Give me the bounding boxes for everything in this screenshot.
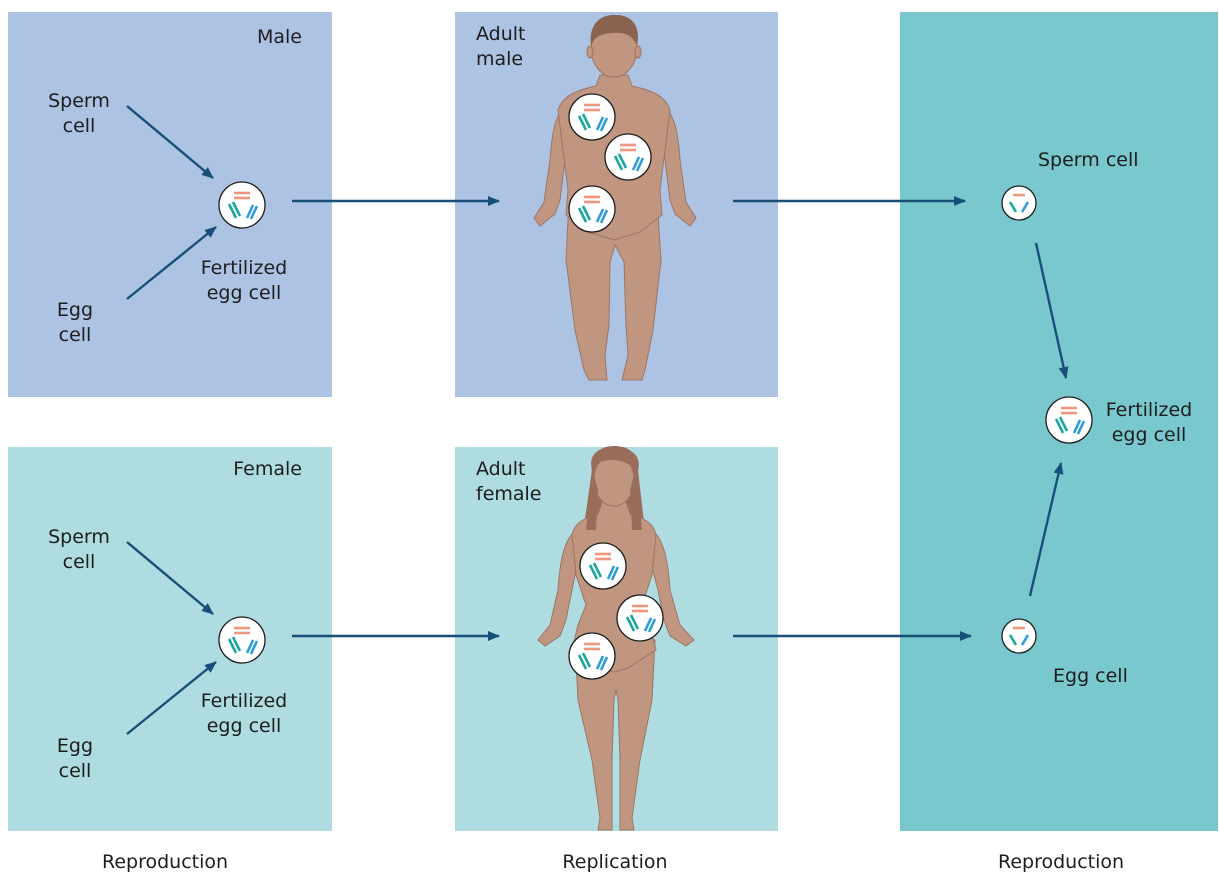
sperm-cell bbox=[1002, 186, 1036, 220]
sperm-arrow-female bbox=[127, 542, 213, 614]
egg-label-line-2: cell bbox=[40, 323, 110, 348]
body-cell-male-2 bbox=[605, 134, 651, 180]
fertilized-egg-label-offspring: Fertilized egg cell bbox=[1094, 398, 1204, 448]
egg-label-line-1: Egg bbox=[40, 298, 110, 323]
adult-female-figure bbox=[538, 446, 694, 830]
sperm-label-line-2: cell bbox=[40, 114, 118, 139]
egg-cell-label-male: Egg cell bbox=[40, 298, 110, 348]
fertilized-egg-cell-offspring bbox=[1046, 397, 1092, 443]
fertilized-egg-cell-male bbox=[219, 182, 265, 228]
zygote-label-line-1: Fertilized bbox=[1094, 398, 1204, 423]
zygote-label-line-2: egg cell bbox=[188, 714, 300, 739]
zygote-label-line-2: egg cell bbox=[188, 281, 300, 306]
sperm-cell-label-offspring: Sperm cell bbox=[1038, 148, 1168, 173]
body-cell-female-3 bbox=[569, 633, 615, 679]
sperm-arrow-male bbox=[127, 106, 213, 178]
adult-male-title: Adult male bbox=[476, 22, 546, 72]
egg-label-line-1: Egg bbox=[40, 734, 110, 759]
male-title: Male bbox=[232, 25, 302, 50]
caption-reproduction-left: Reproduction bbox=[70, 850, 260, 875]
sperm-to-zygote-arrow bbox=[1036, 243, 1066, 378]
body-cell-female-1 bbox=[580, 543, 626, 589]
body-cell-male-3 bbox=[569, 186, 615, 232]
zygote-label-line-2: egg cell bbox=[1094, 423, 1204, 448]
fertilized-egg-label-male: Fertilized egg cell bbox=[188, 256, 300, 306]
sperm-label-line-1: Sperm bbox=[40, 89, 118, 114]
sperm-cell-label-male: Sperm cell bbox=[40, 89, 118, 139]
adult-female-title-line-1: Adult bbox=[476, 457, 556, 482]
sperm-cell-label-female: Sperm cell bbox=[40, 525, 118, 575]
egg-cell-label-female: Egg cell bbox=[40, 734, 110, 784]
egg-cell bbox=[1002, 619, 1036, 653]
caption-replication: Replication bbox=[520, 850, 710, 875]
zygote-label-line-1: Fertilized bbox=[188, 689, 300, 714]
female-title: Female bbox=[212, 457, 302, 482]
egg-to-zygote-arrow bbox=[1030, 463, 1061, 596]
egg-label-line-2: cell bbox=[40, 759, 110, 784]
body-cell-male-1 bbox=[569, 94, 615, 140]
adult-male-title-line-1: Adult bbox=[476, 22, 546, 47]
adult-male-figure bbox=[534, 15, 696, 380]
adult-female-title-line-2: female bbox=[476, 482, 556, 507]
egg-cell-label-offspring: Egg cell bbox=[1053, 664, 1153, 689]
zygote-label-line-1: Fertilized bbox=[188, 256, 300, 281]
body-cell-female-2 bbox=[617, 595, 663, 641]
fertilized-egg-label-female: Fertilized egg cell bbox=[188, 689, 300, 739]
sperm-label-line-1: Sperm bbox=[40, 525, 118, 550]
adult-female-title: Adult female bbox=[476, 457, 556, 507]
adult-male-title-line-2: male bbox=[476, 47, 546, 72]
sperm-label-line-2: cell bbox=[40, 550, 118, 575]
caption-reproduction-right: Reproduction bbox=[966, 850, 1156, 875]
fertilized-egg-cell-female bbox=[219, 617, 265, 663]
